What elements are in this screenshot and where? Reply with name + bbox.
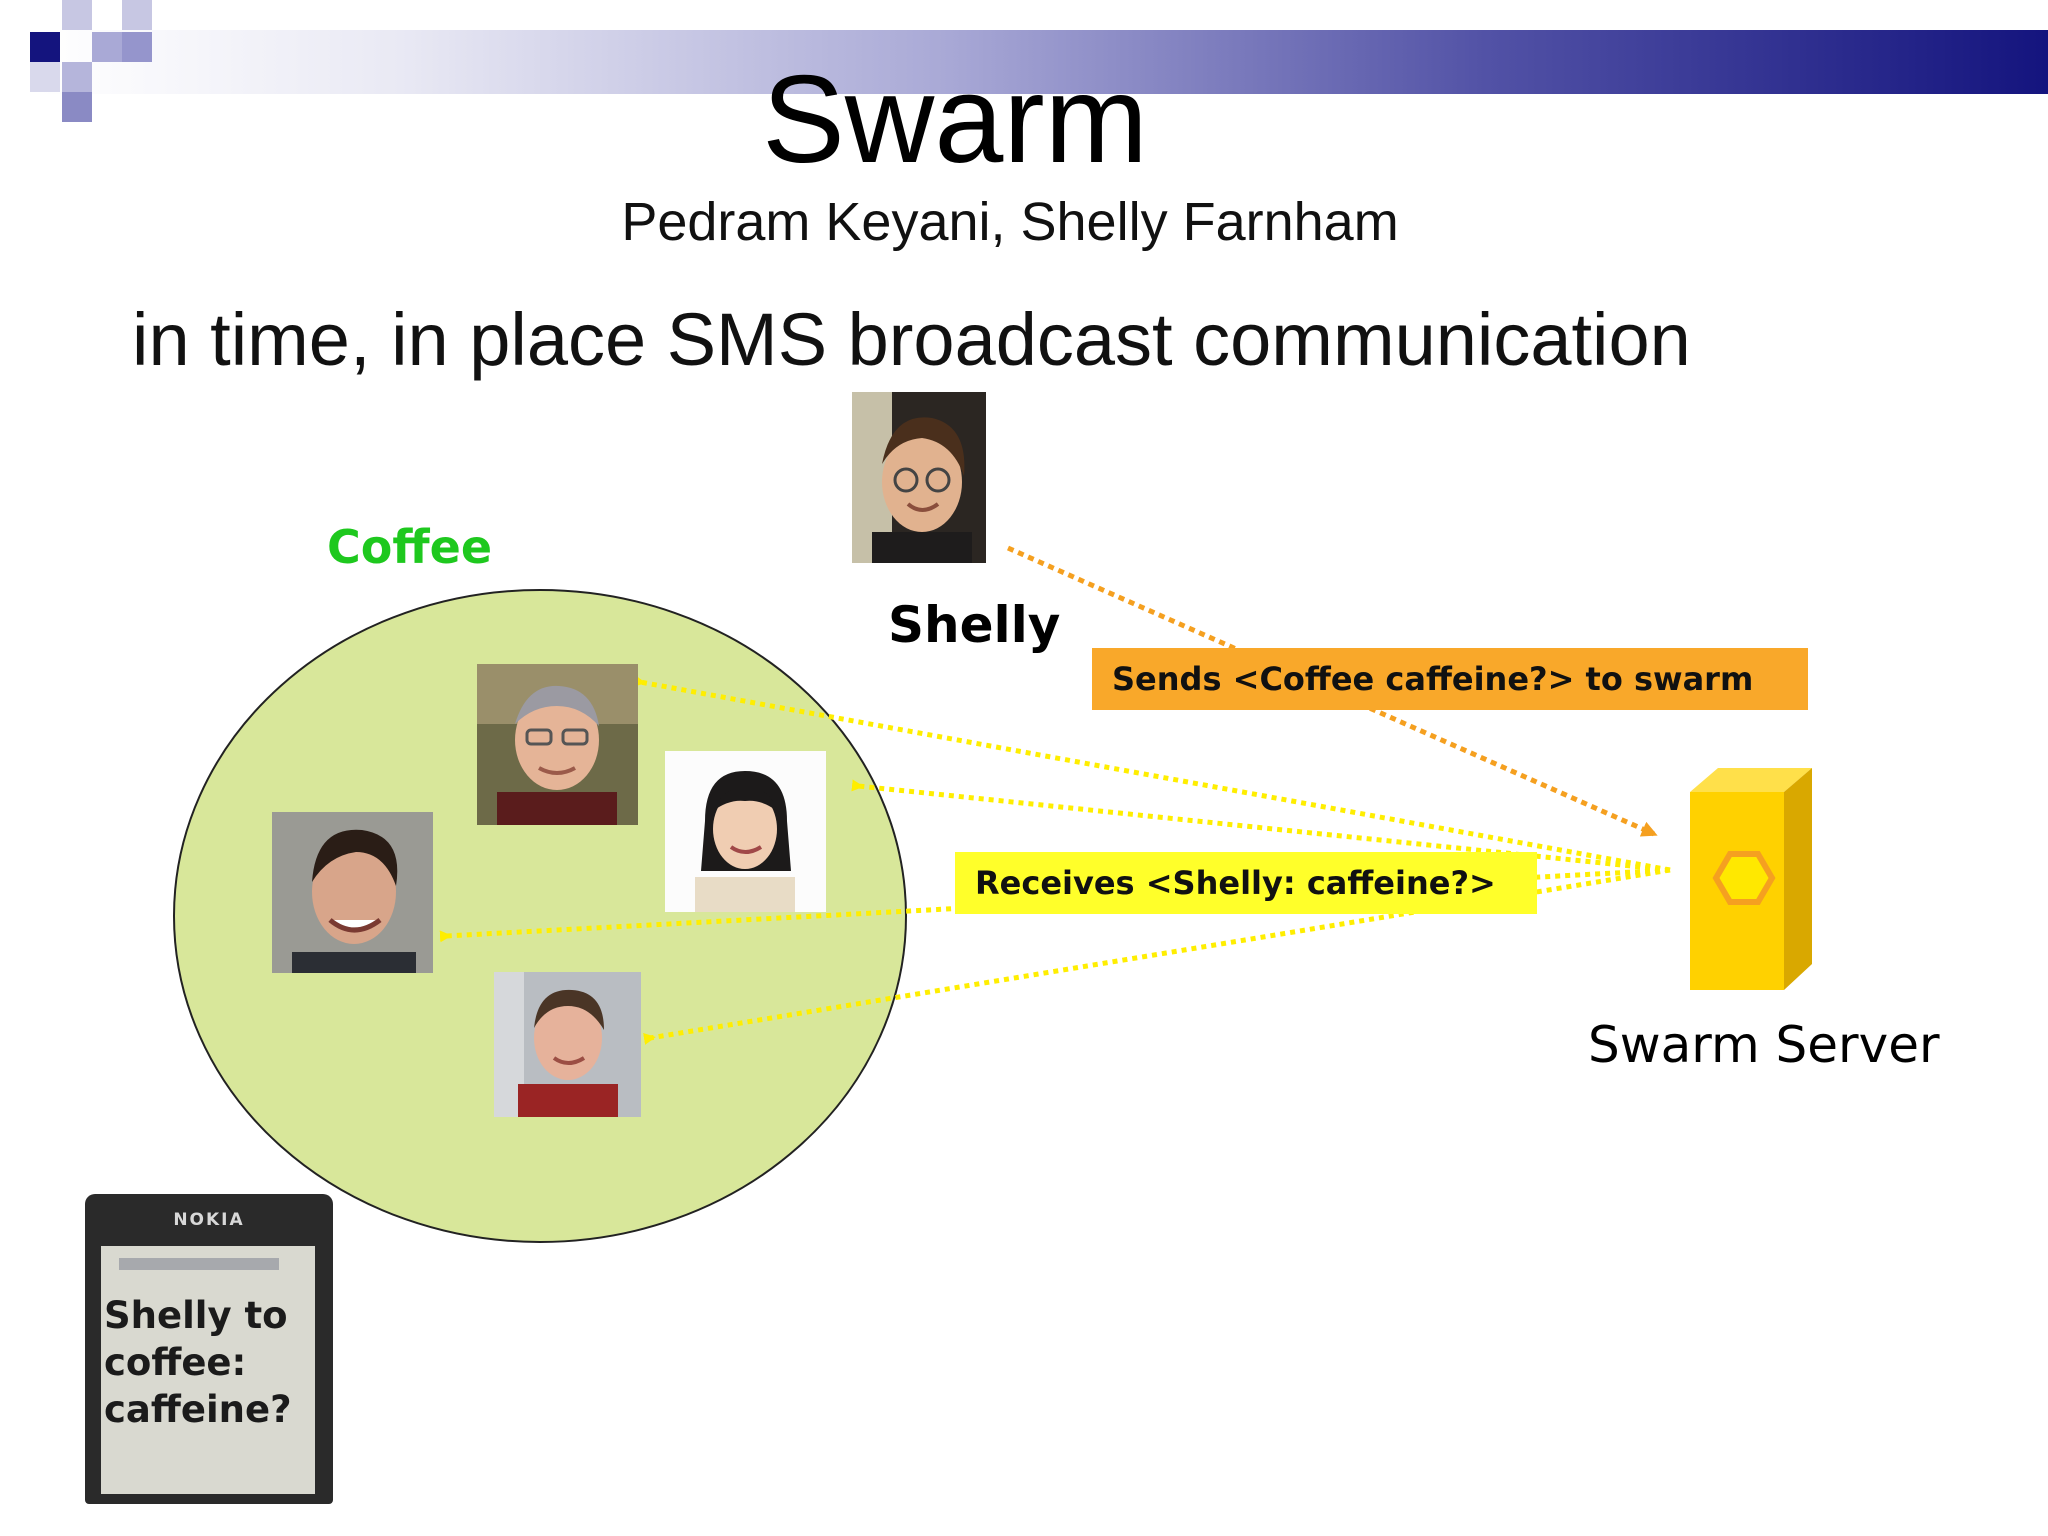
member-photo (494, 972, 641, 1117)
phone-image: NOKIA (85, 1194, 333, 1504)
group-label: Coffee (327, 520, 493, 574)
member-photo (665, 751, 826, 912)
slide-tagline: in time, in place SMS broadcast communic… (132, 298, 1691, 381)
shelly-photo (852, 392, 986, 563)
receive-message-box: Receives <Shelly: caffeine?> (955, 852, 1537, 914)
slide-title: Swarm (762, 51, 1148, 189)
phone-message-line: caffeine? (104, 1388, 292, 1431)
member-photo (272, 812, 433, 973)
phone-screen-header (119, 1258, 279, 1270)
header-square-dark (30, 32, 60, 62)
header-gradient-bar (40, 30, 2048, 94)
server-label: Swarm Server (1588, 1016, 1940, 1074)
phone-screen (101, 1246, 315, 1494)
member-photo (477, 664, 638, 825)
send-message-box: Sends <Coffee caffeine?> to swarm (1092, 648, 1808, 710)
sender-label: Shelly (888, 596, 1061, 654)
phone-message-line: coffee: (104, 1341, 247, 1384)
header-square-light (122, 0, 152, 30)
slide-authors: Pedram Keyani, Shelly Farnham (621, 192, 1399, 252)
header-square-mid (122, 32, 152, 62)
header-square-light (30, 62, 60, 92)
header-square-mid (62, 62, 92, 92)
broadcast-arrow (633, 675, 1671, 873)
phone-message: Shelly to coffee: caffeine? (104, 1292, 334, 1433)
header-square-light (62, 0, 92, 30)
broadcast-arrow (851, 779, 1671, 873)
header-square-dark (62, 92, 92, 122)
phone-brand: NOKIA (173, 1210, 245, 1230)
header-square-mid (92, 32, 122, 62)
phone-message-line: Shelly to (104, 1294, 288, 1337)
swarm-server-icon (1690, 768, 1812, 990)
